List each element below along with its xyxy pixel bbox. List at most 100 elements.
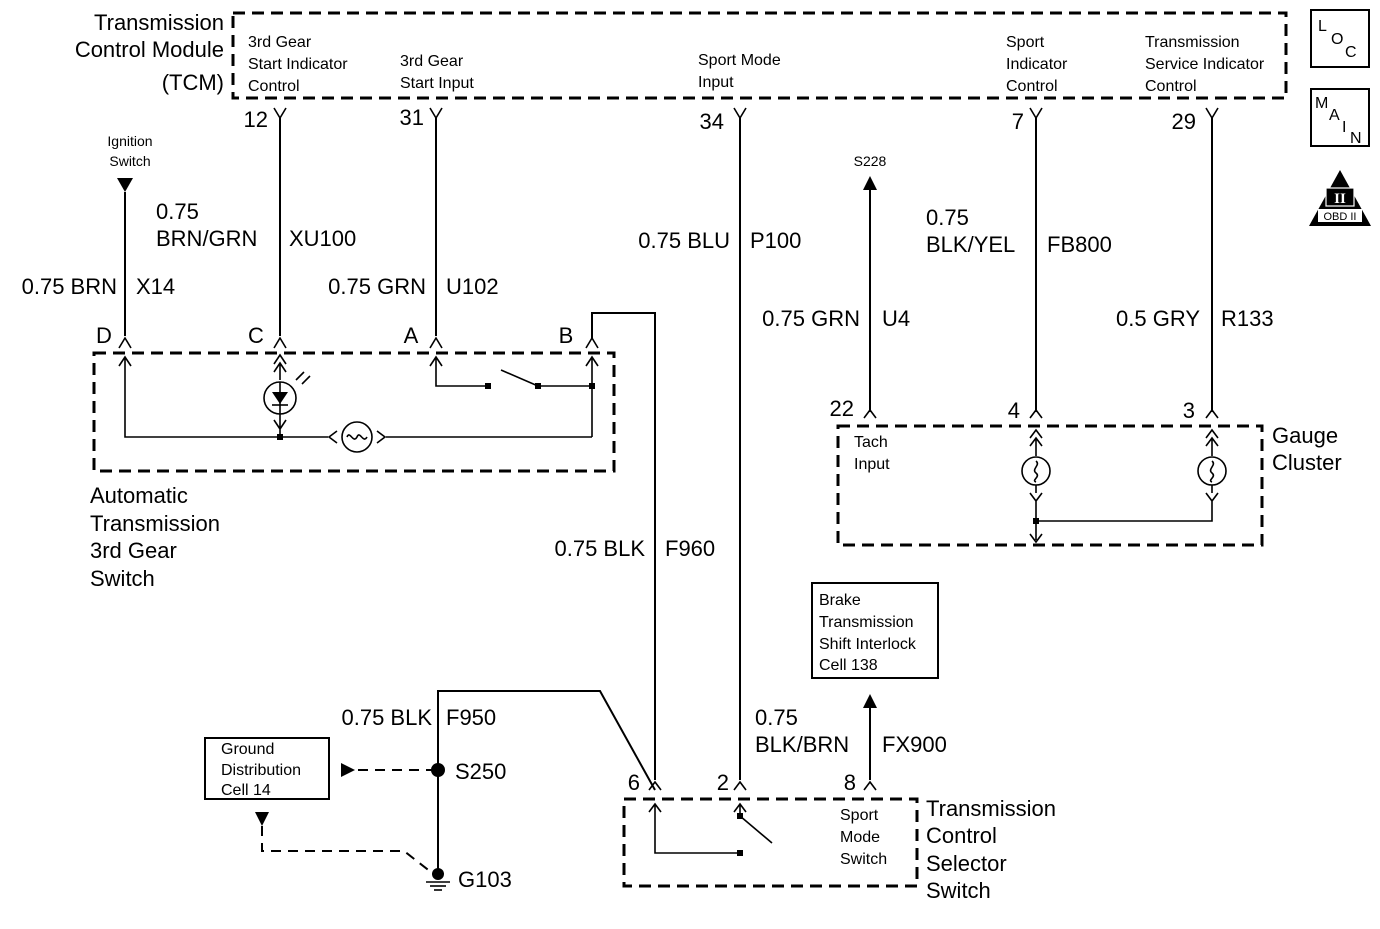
ignition-switch: Ignition Switch — [107, 133, 153, 192]
tcm-pin12-label-1: 3rd Gear — [248, 34, 312, 51]
s228-arrow-icon — [863, 176, 877, 190]
ground-g103-icon — [426, 868, 450, 891]
led-bottom-connector — [273, 414, 287, 437]
obd-numeral: II — [1334, 191, 1346, 207]
splice-s250-dot — [431, 763, 445, 777]
switch-label-4: Switch — [90, 566, 155, 591]
brake-arrow-icon — [863, 694, 877, 708]
wire-xu100-color: BRN/GRN — [156, 226, 257, 251]
wire-f950-gauge: 0.75 BLK — [341, 705, 432, 730]
brake-interlock-reference[interactable]: Brake Transmission Shift Interlock Cell … — [811, 582, 939, 679]
brake-line-4: Cell 138 — [819, 657, 878, 674]
obd-text: OBD II — [1323, 211, 1356, 223]
connector-chevron — [648, 780, 662, 791]
lamp-4-bottom — [1029, 485, 1043, 544]
main-letter-a: A — [1329, 107, 1340, 124]
cluster-pin-4: 4 — [1008, 398, 1020, 423]
main-icon[interactable]: M A I N — [1310, 88, 1370, 147]
switch-label-2: Transmission — [90, 511, 220, 536]
selector-label-4: Switch — [926, 878, 991, 903]
tcm-outline — [231, 11, 1288, 100]
ignition-label-2: Switch — [109, 153, 150, 169]
tcm-pin34-label-1: Sport Mode — [698, 52, 781, 69]
wire-fx900-gauge: 0.75 — [755, 705, 798, 730]
ground-distribution-reference[interactable]: Ground Distribution Cell 14 — [204, 737, 330, 800]
wire-f960-circuit: F960 — [665, 536, 715, 561]
ground-ref-arrow-down-icon — [255, 812, 269, 826]
tcm-title-line-2: Control Module — [75, 37, 224, 62]
cluster-pin-3: 3 — [1183, 398, 1195, 423]
wire-u4-circuit: U4 — [882, 306, 910, 331]
switch-label-3: 3rd Gear — [90, 538, 177, 563]
tcm-pin-29: 29 — [1172, 109, 1196, 134]
selector-6-path — [648, 802, 740, 854]
connector-chevron — [1029, 107, 1043, 120]
wire-u102-circuit: U102 — [446, 274, 499, 299]
lamp-filament — [1033, 460, 1039, 483]
ignition-label-1: Ignition — [107, 133, 152, 149]
tcm-module: Transmission Control Module (TCM) 3rd Ge… — [75, 10, 1288, 134]
switch-pin-a: A — [404, 323, 419, 348]
wire-fb800-circuit: FB800 — [1047, 232, 1112, 257]
ground-line-3: Cell 14 — [221, 782, 271, 799]
selector-sport-1: Sport — [840, 807, 879, 824]
switch-b-path — [585, 355, 599, 437]
loc-letter-l: L — [1318, 18, 1327, 35]
wire-fb800-color: BLK/YEL — [926, 232, 1015, 257]
switch-contact-arm — [500, 369, 539, 387]
tcm-pin12-label-2: Start Indicator — [248, 56, 348, 73]
wire-x14-circuit: X14 — [136, 274, 175, 299]
selector-pin-2: 2 — [717, 770, 729, 795]
selector-label-2: Control — [926, 823, 997, 848]
ground-box — [204, 737, 330, 800]
loc-icon[interactable]: L O C — [1310, 9, 1370, 68]
connector-chevron — [585, 336, 599, 349]
wire-fb800-gauge: 0.75 — [926, 205, 969, 230]
tcm-pin34-label-2: Input — [698, 74, 734, 91]
splice-s250-label: S250 — [455, 759, 506, 784]
connector-chevron — [1205, 107, 1219, 120]
connector-chevron — [1029, 408, 1043, 419]
cluster-pin-22: 22 — [830, 396, 854, 421]
tcm-pin7-label-2: Indicator — [1006, 56, 1068, 73]
wire-f950 — [437, 690, 656, 870]
wire-r133-circuit: R133 — [1221, 306, 1274, 331]
wire-r133-gauge: 0.5 GRY — [1116, 306, 1200, 331]
tcm-pin29-label-1: Transmission — [1145, 34, 1240, 51]
switch-label-1: Automatic — [90, 483, 188, 508]
wire-f960-gauge: 0.75 BLK — [554, 536, 645, 561]
tcm-pin-31: 31 — [400, 105, 424, 130]
tcm-pin29-label-2: Service Indicator — [1145, 56, 1265, 73]
switch-pin-d: D — [96, 323, 112, 348]
ignition-arrow-icon — [117, 178, 133, 192]
tcm-pin-12: 12 — [244, 107, 268, 132]
ground-line-2: Distribution — [221, 762, 301, 779]
brake-line-3: Shift Interlock — [819, 636, 917, 653]
resistor-right-chevron — [376, 430, 387, 444]
wire-fx900-circuit: FX900 — [882, 732, 947, 757]
resistor-left-chevron — [327, 430, 338, 444]
selector-pin-8: 8 — [844, 770, 856, 795]
main-letter-i: I — [1342, 119, 1346, 136]
dashed-ground-ref-2 — [261, 826, 437, 877]
connector-chevron — [118, 336, 132, 349]
tcm-pin31-label-2: Start Input — [400, 75, 474, 92]
wire-u4-gauge: 0.75 GRN — [762, 306, 860, 331]
lamp-filament — [1209, 460, 1215, 483]
loc-letter-o: O — [1331, 31, 1343, 48]
ground-line-1: Ground — [221, 741, 274, 758]
switch-a-path — [429, 355, 487, 387]
wire-xu100-gauge: 0.75 — [156, 199, 199, 224]
cluster-tach-label-1: Tach — [854, 434, 888, 451]
loc-letter-c: C — [1345, 44, 1357, 61]
tcm-title-line-1: Transmission — [94, 10, 224, 35]
wire-p100-circuit: P100 — [750, 228, 801, 253]
ground-g103-label: G103 — [458, 867, 512, 892]
selector-pin-6: 6 — [628, 770, 640, 795]
tcm-pin-34: 34 — [700, 109, 724, 134]
switch-3rd-outline — [92, 351, 616, 473]
tcm-title-line-3: (TCM) — [162, 70, 224, 95]
wire-fx900-color: BLK/BRN — [755, 732, 849, 757]
brake-box — [811, 582, 939, 679]
obd-ii-icon[interactable]: II OBD II — [1309, 170, 1371, 226]
